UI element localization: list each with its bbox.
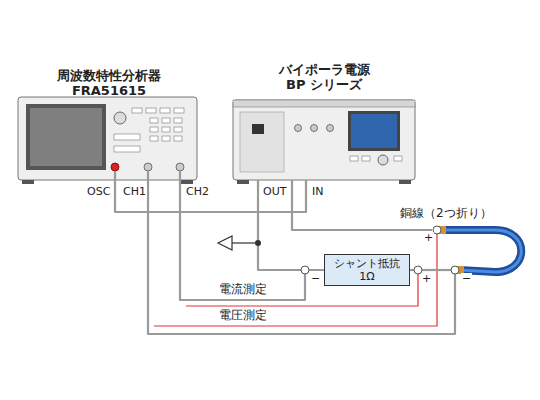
terminal xyxy=(301,266,309,274)
power-supply-body xyxy=(233,100,415,186)
polarity-mark: + xyxy=(421,273,432,285)
copper-wire-node: 銅線（2つ折り） xyxy=(432,222,528,290)
cable xyxy=(115,185,306,212)
polarity-mark: − xyxy=(461,273,472,285)
port-name: CH1 xyxy=(122,186,147,198)
polarity-mark: + xyxy=(423,232,434,244)
power-supply-node: バイポーラ電源 BP シリーズ xyxy=(228,62,420,185)
terminal xyxy=(451,266,459,274)
analyzer-body xyxy=(18,97,197,186)
voltage-sense-lead xyxy=(154,234,437,326)
port-name: OUT xyxy=(262,186,287,198)
node-title: 銅線（2つ折り） xyxy=(400,206,492,220)
ground-symbol xyxy=(218,236,258,250)
cable-label: 電流測定 xyxy=(218,283,268,296)
port-name: OSC xyxy=(86,186,111,198)
shunt-resistor-box: シャント抵抗 1Ω xyxy=(324,254,410,286)
polarity-mark: − xyxy=(310,273,321,285)
copper-wire xyxy=(432,226,521,291)
port-name: CH2 xyxy=(185,186,210,198)
node-title: 周波数特性分析器 FRA51615 xyxy=(51,68,167,98)
node-title: シャント抵抗 1Ω xyxy=(330,257,404,283)
analyzer-node: 周波数特性分析器 FRA51615 xyxy=(15,68,203,185)
node-title: バイポーラ電源 BP シリーズ xyxy=(272,62,376,92)
port-name: IN xyxy=(311,186,324,198)
junction-dot xyxy=(255,240,261,246)
cable xyxy=(258,185,324,270)
cable xyxy=(180,185,324,300)
cable-label: 電圧測定 xyxy=(218,309,268,322)
